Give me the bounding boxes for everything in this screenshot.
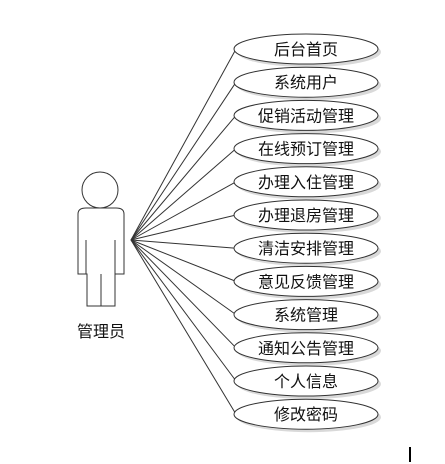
use-case: 通知公告管理 [233,332,381,366]
association-line [130,239,237,349]
use-case-oval [233,99,379,131]
use-case-label: 办理退房管理 [258,206,354,225]
use-case-oval [233,398,379,430]
use-case-oval [233,232,379,264]
association-lines [130,48,237,415]
use-case: 个人信息 [233,365,381,399]
association-line [130,239,237,415]
use-case-label: 促销活动管理 [258,106,354,125]
association-line [130,239,237,282]
use-case-oval [233,33,379,65]
association-line [130,48,237,241]
use-case-label: 办理入住管理 [258,173,354,192]
use-case: 修改密码 [233,398,381,433]
association-line [130,181,237,241]
actor-label: 管理员 [77,322,125,341]
association-line [130,239,237,382]
use-case-oval [233,265,379,297]
use-case: 在线预订管理 [233,133,381,167]
use-case: 办理入住管理 [233,166,381,200]
actor-admin: 管理员 [77,171,125,341]
use-case-oval [233,166,379,198]
use-case: 后台首页 [233,33,381,67]
association-line [130,148,237,241]
association-line [130,81,237,241]
use-case-label: 在线预订管理 [258,140,354,159]
use-case-oval [233,299,379,331]
use-case-oval [233,66,379,98]
use-case-oval [233,365,379,397]
use-case-label: 后台首页 [274,40,338,59]
actor-head [81,171,119,209]
use-case: 办理退房管理 [233,199,381,233]
association-line [130,214,237,241]
use-case-oval [233,199,379,231]
use-case: 促销活动管理 [233,99,381,134]
association-line [130,239,237,249]
use-case-label: 系统用户 [274,73,338,92]
use-case-list: 后台首页系统用户促销活动管理在线预订管理办理入住管理办理退房管理清洁安排管理意见… [233,33,381,433]
actor-body [77,207,125,307]
use-case-label: 修改密码 [274,405,338,424]
use-case-label: 个人信息 [274,372,338,391]
use-case-label: 意见反馈管理 [258,272,354,291]
use-case: 系统管理 [233,299,381,333]
use-case-label: 清洁安排管理 [258,239,354,258]
use-case-label: 通知公告管理 [258,339,354,358]
use-case: 清洁安排管理 [233,232,381,267]
association-line [130,115,237,241]
use-case-oval [233,133,379,165]
use-case-oval [233,332,379,364]
association-line [130,239,237,316]
use-case: 意见反馈管理 [233,265,381,300]
use-case-label: 系统管理 [274,306,338,325]
use-case: 系统用户 [233,66,381,101]
